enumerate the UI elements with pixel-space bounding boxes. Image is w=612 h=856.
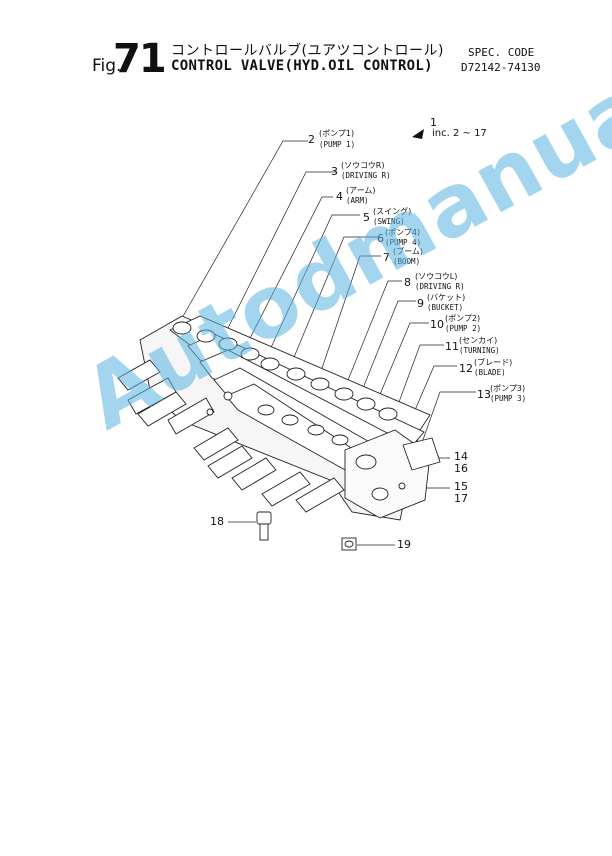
part-18-bolt	[256, 511, 272, 541]
callout-part-14: 14	[454, 450, 468, 463]
assembly-arrow-icon	[412, 129, 424, 139]
callout-part-17: 17	[454, 492, 468, 505]
part-19-nut	[341, 537, 357, 551]
callout-part-7: 7 (ブーム) (BOOM)	[383, 247, 424, 266]
callout-part-9: 9 (バケット) (BUCKET)	[417, 293, 466, 312]
callout-part-6: 6 (ポンプ4) (PUMP 4)	[377, 228, 422, 247]
callout-part-10: 10 (ポンプ2) (PUMP 2)	[430, 314, 482, 333]
callout-part-8: 8 (ソウコウL) (DRIVING R)	[404, 272, 465, 291]
callout-part-19: 19	[397, 538, 411, 551]
leader-lines	[177, 140, 476, 546]
spec-code-value: D72142-74130	[461, 61, 541, 74]
callout-part-12: 12 (ブレード) (BLADE)	[459, 358, 513, 377]
fig-number: 71	[113, 36, 167, 82]
callout-part-4: 4 (アーム) (ARM)	[336, 186, 376, 205]
assembly-number: 1	[430, 116, 437, 129]
callout-part-16: 16	[454, 462, 468, 475]
callout-part-18: 18	[210, 515, 224, 528]
spec-code-label: SPEC. CODE	[468, 46, 535, 59]
callout-part-11: 11 (センカイ) (TURNING)	[445, 336, 500, 355]
valve-stack	[117, 315, 441, 521]
callout-part-3: 3 (ソウコウR) (DRIVING R)	[331, 161, 391, 180]
title-english: CONTROL VALVE(HYD.OIL CONTROL)	[171, 58, 433, 74]
assembly-note: inc. 2 ~ 17	[432, 128, 487, 139]
callout-part-5: 5 (スイング) (SWING)	[363, 207, 412, 226]
callout-part-2: 2 (ポンプ1) (PUMP 1)	[308, 129, 356, 149]
fig-label: Fig.	[92, 56, 122, 76]
title-japanese: コントロールバルブ(ユアツコントロール)	[171, 43, 444, 59]
callout-part-15: 15	[454, 480, 468, 493]
callout-part-13: 13 (ポンプ3) (PUMP 3)	[477, 384, 527, 403]
